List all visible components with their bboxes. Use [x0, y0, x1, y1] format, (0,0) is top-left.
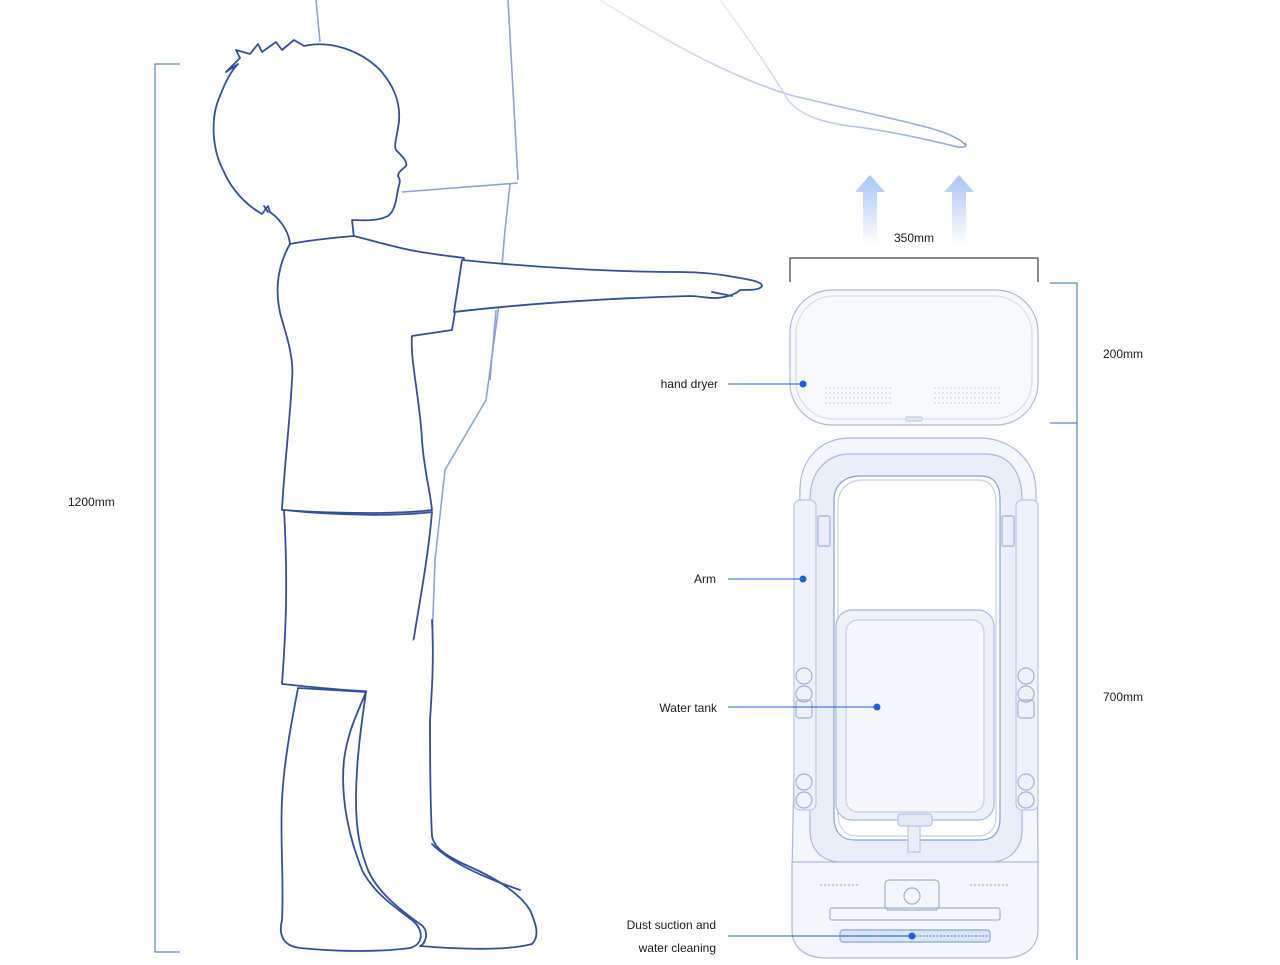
airflow-arrows: [855, 175, 974, 245]
child-head: [212, 39, 408, 247]
adult-shirt-hem: [401, 182, 519, 193]
adult-torso-right: [507, 0, 519, 181]
dimension-label-total-height: 1200mm: [68, 495, 115, 509]
callout-dot: [908, 932, 916, 940]
child-ear: [263, 205, 269, 213]
side-arm-right: [1015, 499, 1039, 811]
joint-details: [795, 515, 1035, 809]
vent-grid: [825, 387, 1002, 404]
child-arm: [453, 259, 763, 313]
adult-torso-left: [315, 0, 321, 43]
water-tank-inner: [845, 619, 985, 813]
adult-arm-bottom: [719, 0, 967, 149]
arrow-up-icon: [855, 175, 885, 245]
child-figure: [212, 39, 763, 952]
side-arm-left: [793, 499, 817, 811]
dimension-total-height: [154, 63, 180, 953]
callout-lines: [728, 380, 916, 940]
arrow-up-icon: [944, 175, 974, 245]
child-shirt: [276, 235, 465, 514]
dimension-right: [1050, 282, 1078, 960]
dim-200-bracket: [1050, 282, 1078, 424]
callout-hand-dryer: hand dryer: [660, 377, 718, 391]
dimension-width: [789, 257, 1039, 282]
dimension-label-dryer-width: 350mm: [894, 231, 935, 245]
child-shoe-line: [431, 843, 521, 891]
callout-arm: Arm: [694, 572, 716, 586]
callout-dot: [799, 575, 807, 583]
child-leg-back: [279, 687, 422, 952]
callout-dust-suction-line2: water cleaning: [638, 941, 716, 955]
callout-water-tank: Water tank: [659, 701, 717, 715]
dimension-label-dryer-height: 200mm: [1103, 347, 1144, 361]
dimension-label-body-height: 700mm: [1103, 690, 1144, 704]
hand-dryer-head: [789, 289, 1039, 426]
adult-arm-top: [599, 0, 966, 146]
child-hand-detail: [711, 291, 733, 297]
machine: [789, 289, 1039, 959]
adult-leg-back: [489, 309, 497, 381]
callout-dust-suction-line1: Dust suction and: [626, 918, 716, 932]
callout-dot: [873, 703, 881, 711]
base-details: [820, 879, 1010, 921]
child-leg-front: [355, 619, 538, 950]
callout-dot: [799, 380, 807, 388]
